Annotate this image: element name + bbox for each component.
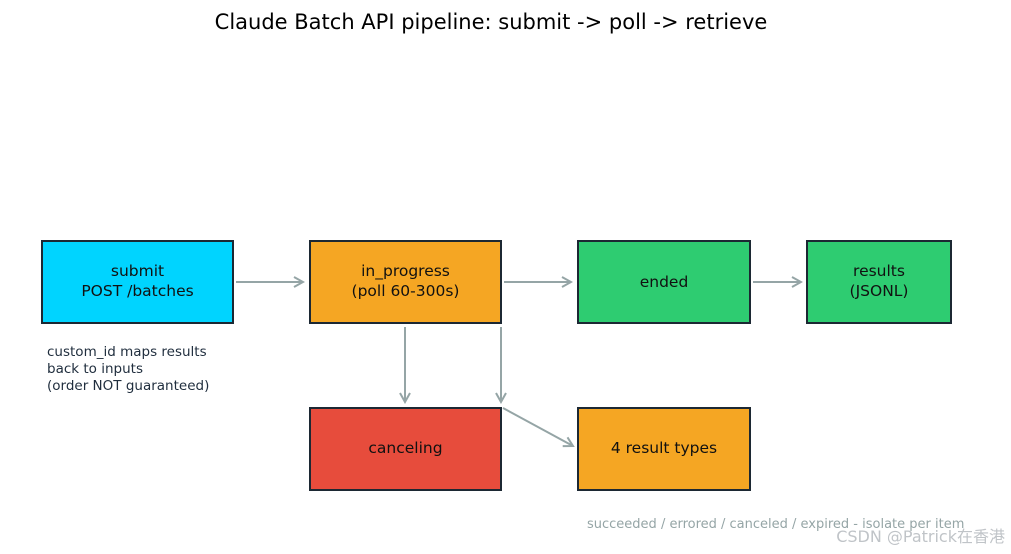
node-submit-label-line1: submit [111,262,164,280]
note-line1: custom_id maps results [47,344,207,360]
diagram-title: Claude Batch API pipeline: submit -> pol… [215,10,768,34]
node-canceling-box [309,407,502,491]
node-result-types: 4 result types [577,407,751,491]
node-ended-box [577,240,751,324]
result-types-footnote: succeeded / errored / canceled / expired… [587,517,964,532]
note-line3: (order NOT guaranteed) [47,378,209,394]
node-results-box [806,240,952,324]
node-canceling-label: canceling [368,439,442,457]
node-results: results (JSONL) [806,240,952,324]
node-results-label-line1: results [853,262,905,280]
note-line2: back to inputs [47,361,143,377]
node-submit-label-line2: POST /batches [81,282,193,300]
edges [236,282,801,446]
node-in-progress: in_progress (poll 60-300s) [309,240,502,324]
edge-canceling-to-result-types [502,407,573,446]
node-in-progress-label-line1: in_progress [361,262,450,281]
node-submit-box [41,240,234,324]
node-submit: submit POST /batches [41,240,234,324]
node-result-types-label: 4 result types [611,439,717,457]
node-result-types-box [577,407,751,491]
node-ended: ended [577,240,751,324]
csdn-watermark: CSDN @Patrick在香港 [836,527,1005,546]
custom-id-note: custom_id maps results back to inputs (o… [47,344,209,394]
node-canceling: canceling [309,407,502,491]
node-in-progress-box [309,240,502,324]
node-results-label-line2: (JSONL) [850,282,909,300]
node-ended-label: ended [640,273,689,291]
node-in-progress-label-line2: (poll 60-300s) [352,282,460,300]
